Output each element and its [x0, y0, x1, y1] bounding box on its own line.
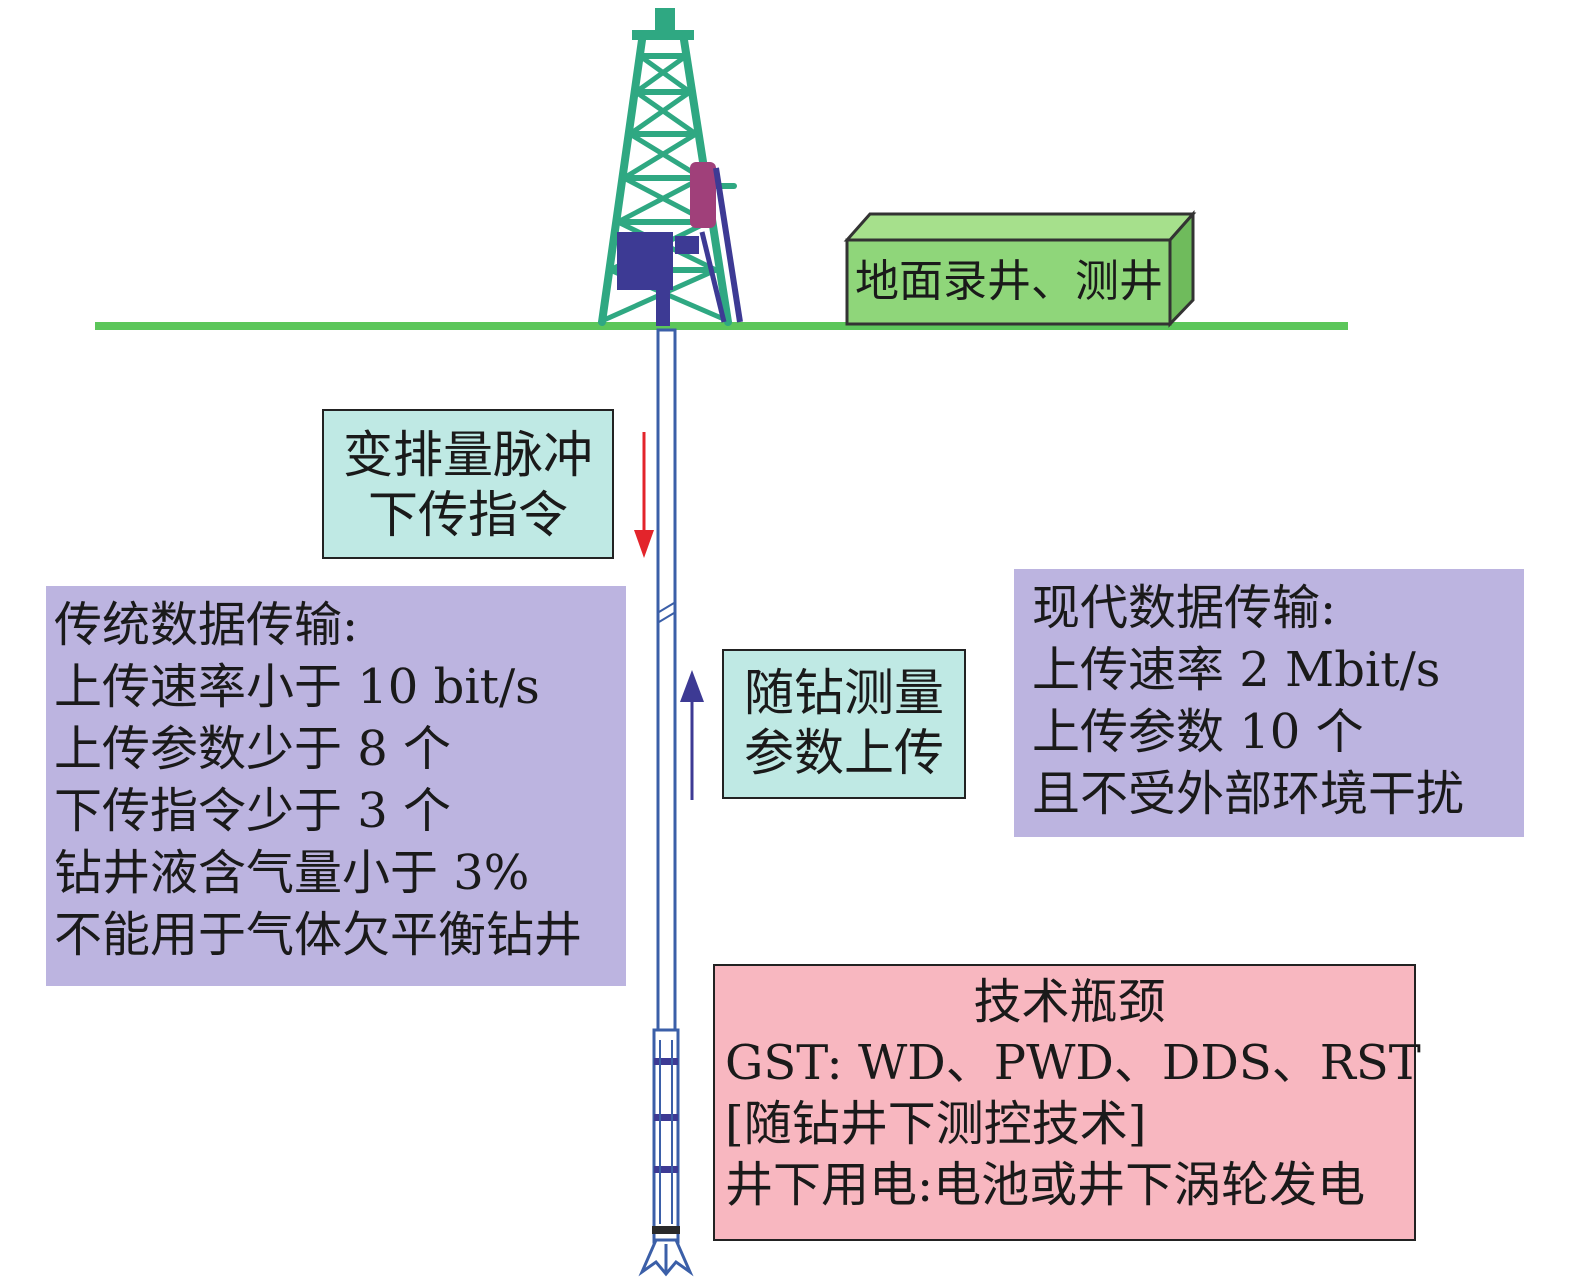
rig-floor-equipment	[617, 232, 699, 326]
traditional-line-params: 上传参数少于 8 个	[54, 721, 452, 777]
bottleneck-line-lwd: [随钻井下测控技术]	[725, 1096, 1147, 1152]
drill-bit	[638, 1238, 694, 1277]
downlink-arrow	[634, 432, 654, 558]
traditional-title: 传统数据传输:	[54, 597, 359, 653]
uplink-arrow	[680, 670, 704, 800]
uplink-measurement-box: 随钻测量 参数上传	[722, 649, 966, 799]
downhole-tool-string	[652, 1028, 680, 1244]
bottleneck-line-gst: GST: WD、PWD、DDS、RST	[725, 1035, 1421, 1091]
traditional-line-rate: 上传速率小于 10 bit/s	[54, 659, 540, 715]
downlink-command-box: 变排量脉冲 下传指令	[322, 409, 614, 559]
traditional-line-limitation: 不能用于气体欠平衡钻井	[54, 907, 583, 963]
modern-line-interference: 且不受外部环境干扰	[1032, 766, 1465, 822]
uplink-line-1: 随钻测量	[744, 664, 944, 722]
technical-bottleneck-panel: 技术瓶颈 GST: WD、PWD、DDS、RST [随钻井下测控技术] 井下用电…	[713, 964, 1421, 1241]
downlink-line-1: 变排量脉冲	[343, 426, 593, 484]
modern-title: 现代数据传输:	[1032, 580, 1337, 636]
modern-line-rate: 上传速率 2 Mbit/s	[1032, 642, 1441, 698]
modern-transmission-panel: 现代数据传输: 上传速率 2 Mbit/s 上传参数 10 个 且不受外部环境干…	[1014, 569, 1524, 837]
surface-unit-label: 地面录井、测井	[855, 256, 1163, 307]
drawworks-reel	[690, 162, 743, 323]
traditional-line-gas: 钻井液含气量小于 3%	[54, 845, 530, 901]
surface-logging-unit	[843, 210, 1197, 328]
bottleneck-title: 技术瓶颈	[973, 974, 1166, 1030]
modern-line-params: 上传参数 10 个	[1032, 704, 1364, 760]
traditional-transmission-panel: 传统数据传输: 上传速率小于 10 bit/s 上传参数少于 8 个 下传指令少…	[46, 586, 626, 986]
traditional-line-commands: 下传指令少于 3 个	[54, 783, 452, 839]
uplink-line-2: 参数上传	[744, 724, 944, 782]
downlink-line-2: 下传指令	[368, 486, 568, 544]
bottleneck-line-power: 井下用电:电池或井下涡轮发电	[725, 1157, 1366, 1213]
drill-string	[656, 328, 677, 1032]
